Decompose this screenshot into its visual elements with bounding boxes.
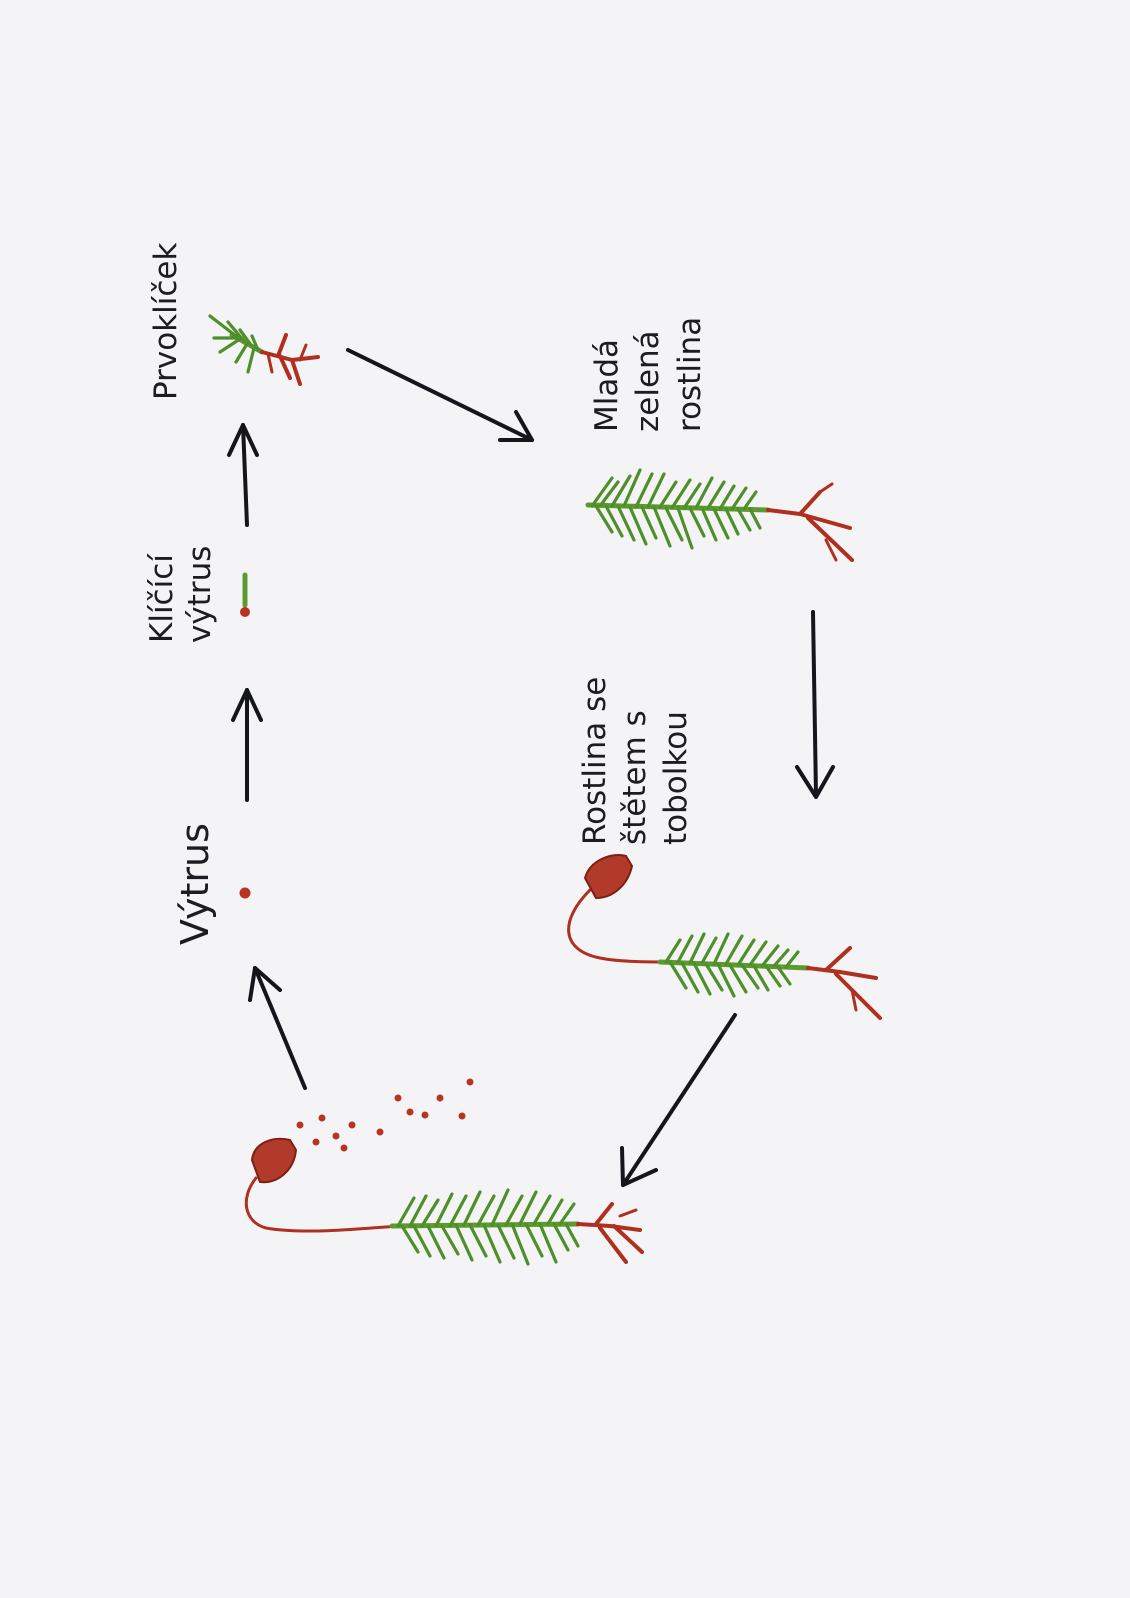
arrow-stetem-to-rozptyl [620, 1013, 737, 1187]
label-mlada-zelena-rostlina: Mladá zelená rostlina [589, 317, 708, 432]
svg-text:Rostlina se: Rostlina se [577, 677, 613, 845]
label-klicici-vytrus: Klíčící výtrus [144, 546, 218, 643]
svg-text:výtrus: výtrus [182, 546, 218, 643]
svg-text:Mladá: Mladá [589, 339, 625, 432]
dispersing-plant-drawing [244, 1078, 644, 1266]
svg-text:zelená: zelená [630, 330, 666, 432]
arrow-vytrus-to-klicici [231, 688, 263, 802]
protonema-drawing [208, 314, 320, 386]
arrow-prvoklicek-to-mlada [346, 348, 534, 442]
dispersed-spores [296, 1078, 474, 1152]
svg-text:štětem s: štětem s [617, 710, 653, 845]
seta [244, 1176, 400, 1233]
germinating-spore-drawing [240, 572, 250, 617]
label-prvoklicek: Prvoklíček [148, 243, 184, 401]
spore-dot [239, 887, 251, 899]
svg-text:rostlina: rostlina [672, 317, 708, 432]
arrow-mlada-to-stetem [795, 610, 835, 799]
capsule [583, 854, 634, 900]
svg-text:tobolkou: tobolkou [658, 711, 694, 845]
label-vytrus: Výtrus [173, 823, 217, 945]
arrow-klicici-to-prvoklicek [227, 423, 259, 527]
seta [567, 888, 670, 964]
arrow-rozptyl-to-vytrus [248, 966, 307, 1090]
young-plant-drawing [585, 468, 854, 562]
label-rostlina-se-stetem: Rostlina se štětem s tobolkou [577, 677, 694, 845]
svg-text:Klíčící: Klíčící [144, 553, 180, 643]
capsule [250, 1137, 298, 1184]
plant-with-capsule-drawing [567, 854, 882, 1020]
